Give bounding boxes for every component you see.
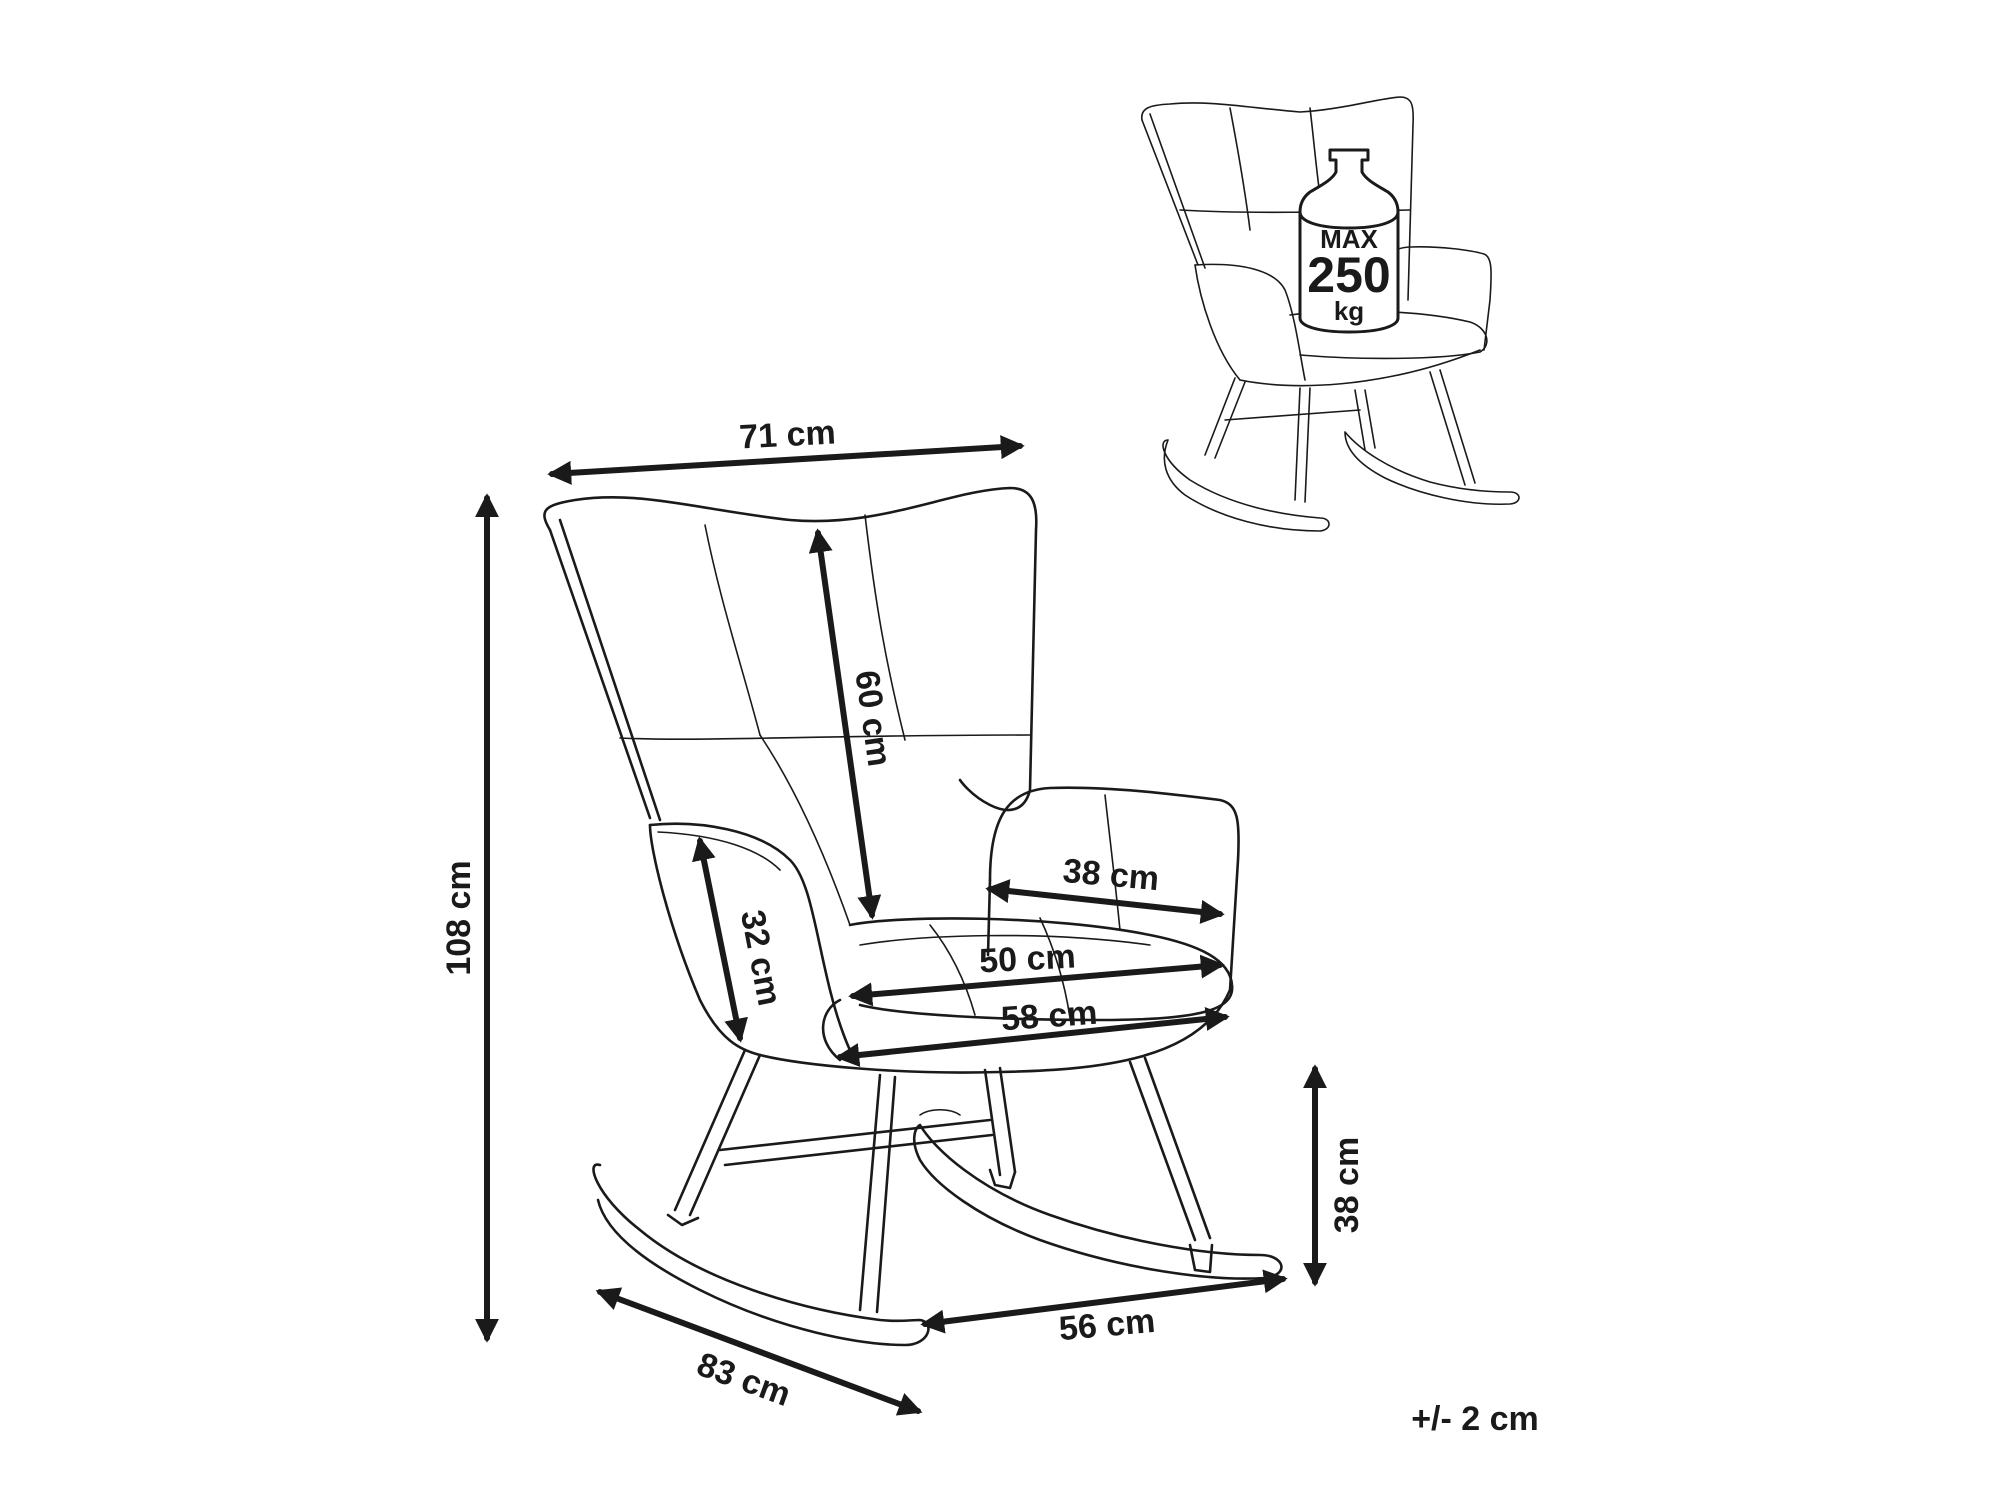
dim-seat-depth-arrow	[848, 954, 1225, 1007]
dimension-labels: 71 cm 108 cm 60 cm 32 cm 38 cm 50 cm 58 …	[440, 414, 1539, 1438]
label-height-total: 108 cm	[440, 860, 478, 975]
dim-rocker-span-arrow	[920, 1269, 1288, 1334]
label-rocker-span: 56 cm	[1057, 1302, 1156, 1348]
weight-icon	[1298, 148, 1400, 334]
badge-unit: kg	[1334, 296, 1364, 326]
dim-armrest-depth-arrow	[985, 879, 1225, 924]
label-backrest-height: 60 cm	[847, 668, 898, 769]
label-width-total: 71 cm	[738, 414, 836, 457]
label-armrest-depth: 38 cm	[1061, 852, 1160, 898]
badge-max: MAX	[1320, 224, 1378, 254]
dim-backrest-arrow	[808, 528, 882, 920]
label-seat-width: 58 cm	[1000, 994, 1099, 1039]
main-chair-drawing	[543, 486, 1283, 1347]
dim-seat-width-arrow	[835, 1007, 1230, 1067]
label-depth-total: 83 cm	[692, 1345, 796, 1414]
dimension-arrows	[475, 435, 1327, 1416]
badge-weight-value: 250	[1307, 247, 1390, 303]
label-seat-height: 38 cm	[1328, 1137, 1366, 1233]
label-seat-depth: 50 cm	[978, 938, 1076, 981]
weight-badge: MAX 250 kg	[1298, 148, 1400, 334]
dim-arm-height-arrow	[692, 836, 748, 1043]
label-tolerance: +/- 2 cm	[1411, 1400, 1539, 1438]
dim-width-total-arrow	[547, 435, 1025, 485]
label-arm-height: 32 cm	[733, 907, 789, 1009]
dim-depth-total-arrow	[595, 1287, 923, 1416]
